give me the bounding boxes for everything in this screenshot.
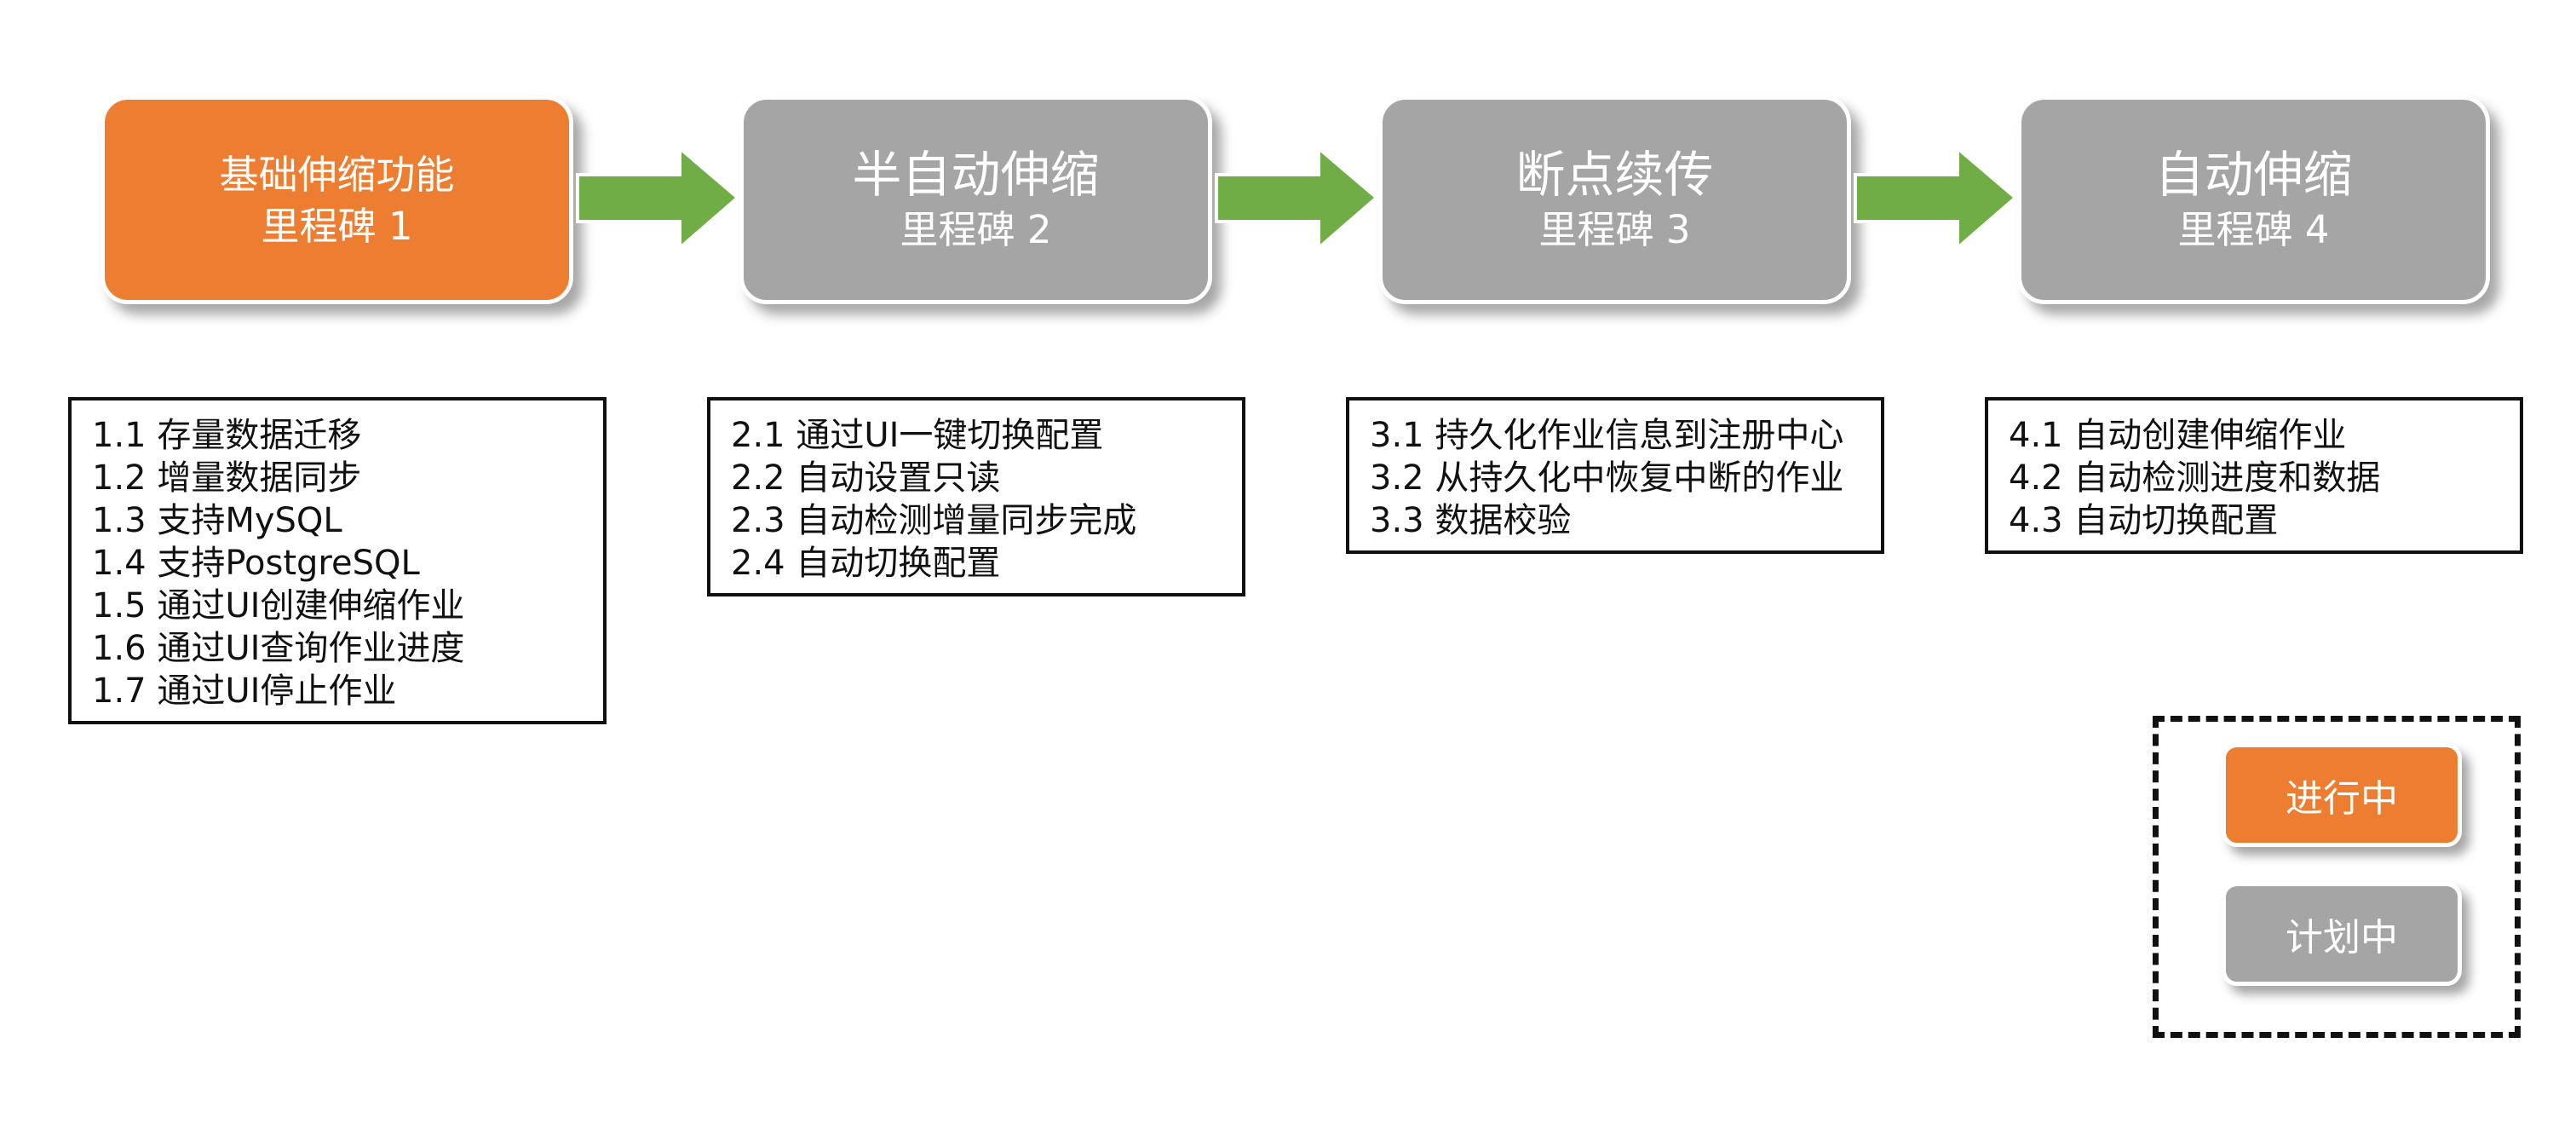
milestone-3: 断点续传 里程碑 3 [1378,95,1851,304]
task-item: 3.1 持久化作业信息到注册中心 [1370,416,1844,455]
milestone-3-subtitle: 里程碑 3 [1538,206,1691,252]
milestone-1: 基础伸缩功能 里程碑 1 [101,95,573,304]
task-item: 4.1 自动创建伸缩作业 [2009,416,2347,455]
task-item: 3.2 从持久化中恢复中断的作业 [1370,458,1844,498]
task-item: 4.2 自动检测进度和数据 [2009,458,2381,498]
task-item: 4.3 自动切换配置 [2009,501,2279,540]
task-item: 2.3 自动检测增量同步完成 [731,501,1137,540]
milestone-4: 自动伸缩 里程碑 4 [2017,95,2490,304]
task-list-2: 2.1 通过UI一键切换配置 2.2 自动设置只读 2.3 自动检测增量同步完成… [707,397,1245,596]
milestone-1-title: 基础伸缩功能 [219,151,455,198]
milestone-4-title: 自动伸缩 [2154,145,2353,204]
milestone-2-title: 半自动伸缩 [852,145,1100,204]
milestone-2: 半自动伸缩 里程碑 2 [739,95,1212,304]
task-item: 1.7 通过UI停止作业 [92,671,397,711]
task-item: 1.1 存量数据迁移 [92,416,362,455]
milestone-1-subtitle: 里程碑 1 [261,203,413,249]
task-list-3: 3.1 持久化作业信息到注册中心 3.2 从持久化中恢复中断的作业 3.3 数据… [1346,397,1884,554]
milestone-4-subtitle: 里程碑 4 [2177,206,2330,252]
legend-planned: 计划中 [2222,882,2462,986]
task-item: 3.3 数据校验 [1370,501,1572,540]
task-item: 2.4 自动切换配置 [731,544,1001,583]
task-item: 1.4 支持PostgreSQL [92,544,420,583]
arrow-right-icon [576,145,741,251]
task-item: 2.2 自动设置只读 [731,458,1001,498]
legend-in-progress: 进行中 [2222,743,2462,847]
arrow-right-icon [1215,145,1380,251]
task-list-1: 1.1 存量数据迁移 1.2 增量数据同步 1.3 支持MySQL 1.4 支持… [68,397,607,724]
task-item: 1.6 通过UI查询作业进度 [92,629,465,668]
arrow-right-icon [1854,145,2019,251]
task-item: 1.5 通过UI创建伸缩作业 [92,586,465,625]
task-item: 1.2 增量数据同步 [92,458,362,498]
legend: 进行中 计划中 [2153,716,2521,1038]
task-item: 1.3 支持MySQL [92,501,342,540]
milestone-3-title: 断点续传 [1515,145,1714,204]
task-item: 2.1 通过UI一键切换配置 [731,416,1104,455]
milestone-2-subtitle: 里程碑 2 [900,206,1052,252]
task-list-4: 4.1 自动创建伸缩作业 4.2 自动检测进度和数据 4.3 自动切换配置 [1985,397,2523,554]
